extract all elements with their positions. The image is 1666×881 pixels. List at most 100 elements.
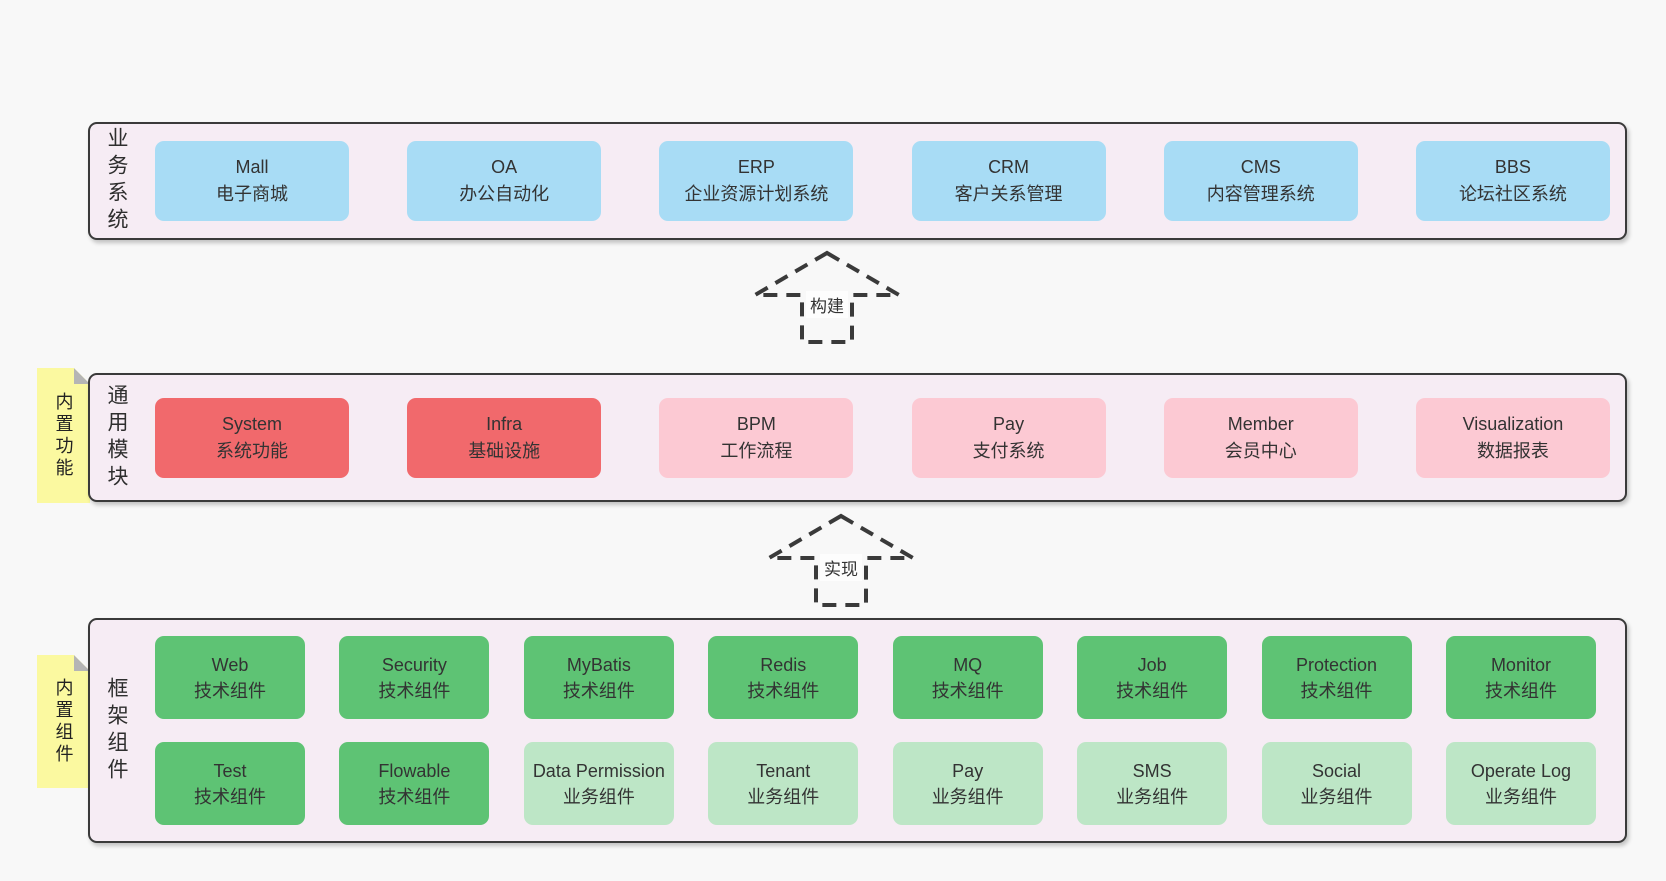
diagram-box: CMS 内容管理系统 bbox=[1163, 141, 1358, 221]
build-arrow-icon: 构建 bbox=[752, 250, 902, 345]
diagram-box: Security 技术组件 bbox=[339, 636, 490, 719]
box-subtitle: 技术组件 bbox=[747, 680, 820, 701]
diagram-box: Pay 支付系统 bbox=[911, 397, 1106, 478]
box-title: Tenant bbox=[756, 760, 811, 781]
diagram-box: Operate Log 业务组件 bbox=[1445, 742, 1596, 825]
diagram-box: Monitor 技术组件 bbox=[1445, 636, 1596, 719]
diagram-box: OA 办公自动化 bbox=[407, 141, 602, 221]
box-title: CRM bbox=[988, 157, 1030, 177]
box-subtitle: 业务组件 bbox=[1484, 786, 1557, 807]
box-title: Operate Log bbox=[1470, 760, 1571, 781]
implement-arrow-icon: 实现 bbox=[766, 513, 916, 608]
box-title: Pay bbox=[993, 413, 1025, 434]
box-subtitle: 技术组件 bbox=[931, 680, 1004, 701]
box-subtitle: 技术组件 bbox=[1484, 680, 1557, 701]
box-title: Member bbox=[1227, 413, 1294, 434]
box-subtitle: 业务组件 bbox=[1116, 786, 1189, 807]
diagram-box: Infra 基础设施 bbox=[407, 397, 602, 478]
box-title: Monitor bbox=[1490, 654, 1551, 675]
diagram-box: BBS 论坛社区系统 bbox=[1415, 141, 1610, 221]
diagram-box: Member 会员中心 bbox=[1163, 397, 1358, 478]
box-title: Visualization bbox=[1462, 413, 1564, 434]
box-title: Social bbox=[1312, 760, 1362, 781]
band-label-framework-components: 框架组件 bbox=[105, 676, 128, 785]
diagram-box: Protection 技术组件 bbox=[1261, 636, 1412, 719]
box-subtitle: 技术组件 bbox=[194, 786, 266, 807]
box-subtitle: 电子商城 bbox=[216, 184, 288, 204]
sticky-note-builtin-features: 内置功能 bbox=[37, 368, 90, 503]
diagram-box: System 系统功能 bbox=[155, 397, 349, 478]
box-title: Flowable bbox=[378, 760, 451, 781]
box-title: BPM bbox=[736, 413, 776, 434]
box-title: MyBatis bbox=[566, 654, 631, 675]
box-subtitle: 系统功能 bbox=[216, 440, 288, 461]
band-label-common-modules: 通用模块 bbox=[105, 383, 128, 492]
implement-arrow-label: 实现 bbox=[820, 554, 862, 581]
sticky-note-label: 内置组件 bbox=[53, 677, 74, 766]
build-arrow-label: 构建 bbox=[806, 291, 848, 318]
box-subtitle: 技术组件 bbox=[1300, 680, 1373, 701]
box-title: Data Permission bbox=[532, 760, 665, 781]
business-systems-boxes: Mall 电子商城 OA 办公自动化 ERP 企业资源计划系统 CRM 客户关系管理 CMS 内容… bbox=[155, 124, 1610, 238]
box-subtitle: 会员中心 bbox=[1224, 440, 1297, 461]
box-subtitle: 技术组件 bbox=[194, 680, 266, 701]
box-subtitle: 数据报表 bbox=[1476, 440, 1549, 461]
box-title: Test bbox=[213, 760, 247, 781]
box-title: SMS bbox=[1132, 760, 1172, 781]
box-subtitle: 业务组件 bbox=[1300, 786, 1373, 807]
diagram-box: CRM 客户关系管理 bbox=[911, 141, 1106, 221]
common-modules-boxes: System 系统功能 Infra 基础设施 BPM 工作流程 Pay 支付系统 Member 会… bbox=[155, 375, 1610, 500]
band-business-systems: 业务系统 Mall 电子商城 OA 办公自动化 ERP 企业资源计划系统 CRM 客户关系管理… bbox=[88, 122, 1627, 240]
box-title: Job bbox=[1137, 654, 1167, 675]
sticky-note-builtin-components: 内置组件 bbox=[37, 655, 90, 788]
box-title: BBS bbox=[1494, 157, 1531, 177]
box-title: Pay bbox=[952, 760, 984, 781]
diagram-box: SMS 业务组件 bbox=[1077, 742, 1228, 825]
box-title: System bbox=[221, 413, 282, 434]
box-title: Web bbox=[211, 654, 249, 675]
box-title: OA bbox=[491, 157, 518, 177]
box-title: Protection bbox=[1296, 654, 1378, 675]
diagram-box: Mall 电子商城 bbox=[155, 141, 349, 221]
box-subtitle: 工作流程 bbox=[720, 440, 793, 461]
box-subtitle: 技术组件 bbox=[378, 786, 451, 807]
box-title: Infra bbox=[486, 413, 523, 434]
box-title: ERP bbox=[737, 157, 775, 177]
box-title: Mall bbox=[235, 157, 269, 177]
box-subtitle: 内容管理系统 bbox=[1206, 184, 1315, 204]
diagram-box: Data Permission 业务组件 bbox=[523, 742, 674, 825]
box-subtitle: 技术组件 bbox=[1116, 680, 1189, 701]
box-title: CMS bbox=[1240, 157, 1281, 177]
diagram-box: Social 业务组件 bbox=[1261, 742, 1412, 825]
box-subtitle: 业务组件 bbox=[747, 786, 820, 807]
band-label-business-systems: 业务系统 bbox=[105, 127, 128, 235]
box-subtitle: 论坛社区系统 bbox=[1458, 184, 1567, 204]
box-subtitle: 支付系统 bbox=[972, 440, 1045, 461]
band-common-modules: 通用模块 System 系统功能 Infra 基础设施 BPM 工作流程 Pay 支付系统 Me… bbox=[88, 373, 1627, 502]
box-subtitle: 客户关系管理 bbox=[954, 184, 1063, 204]
sticky-note-label: 内置功能 bbox=[53, 391, 74, 480]
box-subtitle: 基础设施 bbox=[468, 440, 541, 461]
box-subtitle: 业务组件 bbox=[562, 786, 635, 807]
box-subtitle: 技术组件 bbox=[378, 680, 451, 701]
box-title: Security bbox=[381, 654, 447, 675]
diagram-box: Visualization 数据报表 bbox=[1415, 397, 1610, 478]
diagram-box: Job 技术组件 bbox=[1077, 636, 1228, 719]
diagram-box: Test 技术组件 bbox=[155, 742, 305, 825]
box-subtitle: 办公自动化 bbox=[459, 184, 550, 204]
diagram-box: Flowable 技术组件 bbox=[339, 742, 490, 825]
diagram-box: Tenant 业务组件 bbox=[708, 742, 859, 825]
diagram-box: Web 技术组件 bbox=[155, 636, 305, 719]
diagram-box: ERP 企业资源计划系统 bbox=[659, 141, 854, 221]
box-subtitle: 企业资源计划系统 bbox=[684, 184, 829, 204]
diagram-box: BPM 工作流程 bbox=[659, 397, 854, 478]
